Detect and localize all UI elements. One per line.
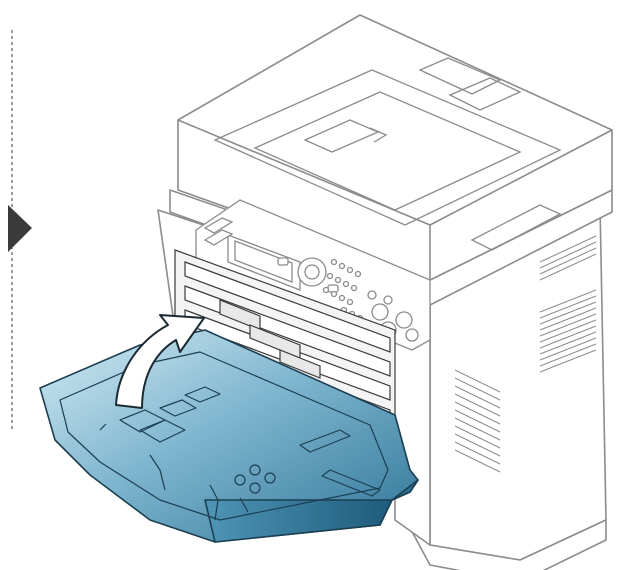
step-marker <box>8 30 32 430</box>
document-feeder <box>213 57 562 251</box>
triangle-right-icon <box>8 205 32 252</box>
toner-cartridge <box>184 261 391 353</box>
side-vents <box>454 235 597 473</box>
curved-arrow-icon <box>115 314 205 409</box>
